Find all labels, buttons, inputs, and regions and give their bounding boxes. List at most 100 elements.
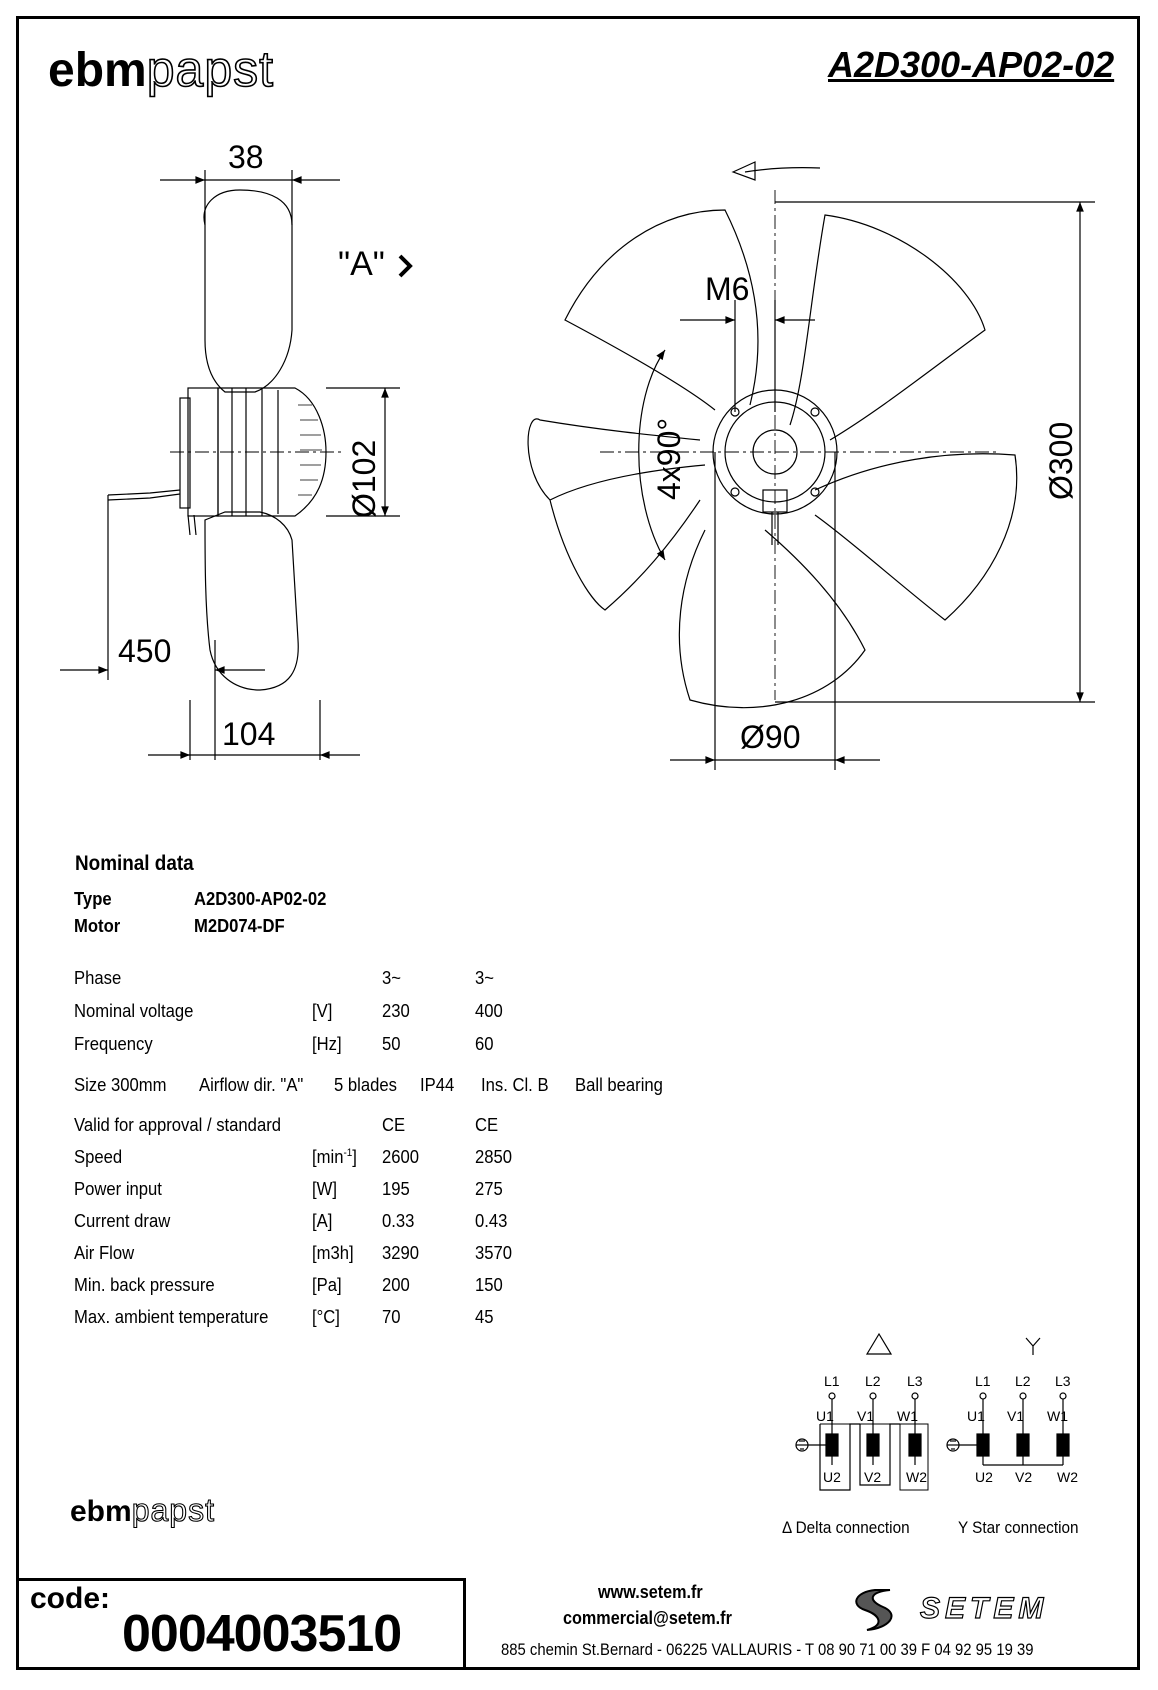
row-airflow-label: Air Flow (74, 1242, 135, 1263)
sheet-frame (16, 16, 1140, 1670)
row-power-v2: 275 (475, 1178, 503, 1199)
row-backpressure-label: Min. back pressure (74, 1274, 215, 1295)
row-temperature-v2: 45 (475, 1306, 494, 1327)
wiring-diagrams: L1 L2 L3 U1 V1 W1 U2 V2 W2 L1 L2 L3 U1 V… (795, 1332, 1078, 1491)
ebmpapst-logo-small: ebmpapst (70, 1491, 215, 1529)
row-current-label: Current draw (74, 1210, 171, 1231)
row-approval-v2: CE (475, 1114, 499, 1135)
dim-4x90-label: 4x90° (651, 418, 687, 500)
spec-bearing: Ball bearing (575, 1074, 663, 1095)
star-w1: W1 (1047, 1408, 1068, 1424)
star-w2: W2 (1057, 1469, 1078, 1485)
row-voltage-unit: [V] (312, 1000, 333, 1021)
row-airflow-v1: 3290 (382, 1242, 420, 1263)
front-dimensions (638, 201, 1095, 770)
row-power-unit: [W] (312, 1178, 337, 1199)
row-power-v1: 195 (382, 1178, 410, 1199)
delta-l3: L3 (907, 1373, 923, 1389)
dim-450-label: 450 (118, 633, 171, 669)
code-box-top-border (16, 1578, 466, 1581)
spec-size: Size 300mm (74, 1074, 167, 1095)
star-caption: Y Star connection (958, 1518, 1079, 1537)
star-u2: U2 (975, 1469, 993, 1485)
blade-left (527, 418, 706, 501)
row-frequency-unit: [Hz] (312, 1033, 342, 1054)
star-v1: V1 (1007, 1408, 1024, 1424)
row-backpressure-v1: 200 (382, 1274, 410, 1295)
delta-l2: L2 (865, 1373, 881, 1389)
row-approval-label: Valid for approval / standard (74, 1114, 282, 1135)
delta-v1: V1 (857, 1408, 874, 1424)
star-diagram (946, 1392, 1070, 1466)
logo-papst: papst (146, 40, 275, 98)
motor-value: M2D074-DF (194, 915, 285, 936)
nominal-data-heading: Nominal data (75, 852, 194, 875)
row-voltage-v2: 400 (475, 1000, 503, 1021)
spec-ip: IP44 (420, 1074, 455, 1095)
code-label: code: (30, 1582, 111, 1615)
delta-u2: U2 (823, 1469, 841, 1485)
setem-brand: SETEM (920, 1592, 1048, 1625)
row-phase-v1: 3~ (382, 967, 401, 988)
ebmpapst-logo: ebmpapst (48, 40, 274, 100)
row-voltage-label: Nominal voltage (74, 1000, 194, 1021)
blade-right (814, 453, 1018, 621)
row-temperature-v1: 70 (382, 1306, 401, 1327)
blade-upper-left (564, 209, 759, 411)
row-airflow-v2: 3570 (475, 1242, 513, 1263)
model-title: A2D300-AP02-02 (828, 44, 1115, 85)
row-temperature-unit: [°C] (312, 1306, 340, 1327)
type-label: Type (74, 888, 112, 909)
delta-l1: L1 (824, 1373, 840, 1389)
dim-d102-label: Ø102 (346, 440, 382, 518)
technical-drawing: 38 "A" Ø102 450 104 (60, 139, 1095, 770)
row-speed-label: Speed (74, 1146, 123, 1167)
row-backpressure-v2: 150 (475, 1274, 503, 1295)
dim-d90-label: Ø90 (740, 719, 800, 755)
type-value: A2D300-AP02-02 (194, 888, 327, 909)
spec-airflow: Airflow dir. "A" (199, 1074, 304, 1095)
dim-38-label: 38 (228, 139, 264, 175)
setem-website[interactable]: www.setem.fr (598, 1582, 703, 1602)
row-speed-unit: [min-1] (312, 1146, 357, 1167)
star-u1: U1 (967, 1408, 985, 1424)
row-phase-label: Phase (74, 967, 122, 988)
setem-swoosh-icon (855, 1589, 893, 1631)
dim-104-label: 104 (222, 716, 275, 752)
blade-upper-right (789, 214, 986, 441)
code-value: 0004003510 (122, 1605, 402, 1663)
row-speed-v2: 2850 (475, 1146, 513, 1167)
row-current-v1: 0.33 (382, 1210, 415, 1231)
dim-m6-label: M6 (705, 271, 749, 307)
delta-w2: W2 (906, 1469, 927, 1485)
row-phase-v2: 3~ (475, 967, 494, 988)
row-approval-v1: CE (382, 1114, 406, 1135)
star-v2: V2 (1015, 1469, 1032, 1485)
star-l2: L2 (1015, 1373, 1031, 1389)
logo-papst-small: papst (131, 1491, 215, 1528)
delta-u1: U1 (816, 1408, 834, 1424)
delta-diagram (795, 1392, 929, 1491)
delta-caption: Δ Delta connection (782, 1518, 910, 1537)
logo-ebm-small: ebm (70, 1495, 132, 1528)
side-dimensions (60, 170, 400, 760)
row-frequency-v1: 50 (382, 1033, 401, 1054)
motor-label: Motor (74, 915, 121, 936)
logo-ebm: ebm (48, 44, 147, 97)
spec-ins: Ins. Cl. B (481, 1074, 549, 1095)
row-voltage-v1: 230 (382, 1000, 410, 1021)
row-power-label: Power input (74, 1178, 162, 1199)
row-temperature-label: Max. ambient temperature (74, 1306, 269, 1327)
setem-logo: SETEM (855, 1589, 1048, 1631)
setem-email[interactable]: commercial@setem.fr (563, 1608, 732, 1628)
dim-d300-label: Ø300 (1043, 422, 1079, 500)
spec-blades: 5 blades (334, 1074, 397, 1095)
delta-w1: W1 (897, 1408, 918, 1424)
row-current-v2: 0.43 (475, 1210, 508, 1231)
blade-lower (678, 529, 866, 709)
row-current-unit: [A] (312, 1210, 333, 1231)
row-backpressure-unit: [Pa] (312, 1274, 342, 1295)
code-box (16, 1578, 466, 1670)
setem-address: 885 chemin St.Bernard - 06225 VALLAURIS … (501, 1641, 1034, 1659)
row-airflow-unit: [m3h] (312, 1242, 354, 1263)
